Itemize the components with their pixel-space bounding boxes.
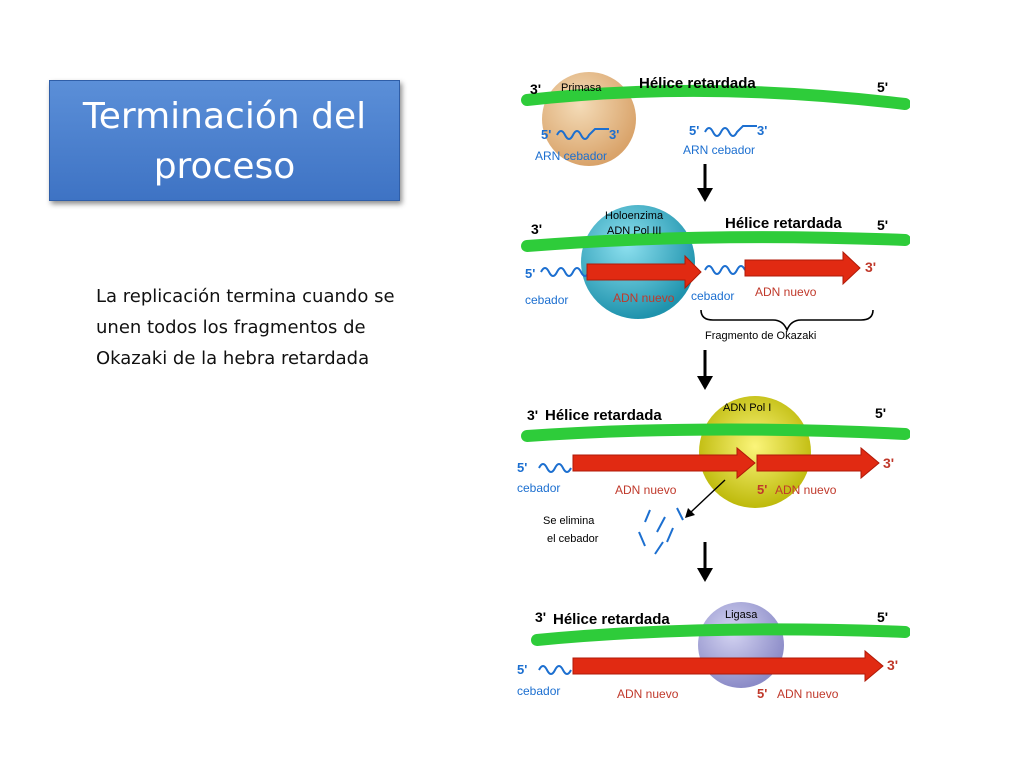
panel-1-primase: 3' Primasa Hélice retardada 5' 5' 3' ARN…	[521, 72, 910, 166]
lagging-strand	[521, 423, 910, 442]
new-dna-label-2: ADN nuevo	[775, 483, 837, 497]
primer-1	[540, 267, 590, 277]
ligase-label: Ligasa	[725, 609, 758, 621]
strand-end-3-label: 3'	[530, 81, 541, 97]
new-dna-arrow-1	[586, 254, 702, 290]
okazaki-brace	[700, 309, 874, 333]
strand-label: Hélice retardada	[553, 611, 670, 628]
primer-right-5-label: 5'	[689, 123, 699, 138]
new-dna-arrow-2	[756, 446, 880, 480]
strand-end-3-label: 3'	[535, 609, 546, 625]
slide-title-line-1: Terminación del	[82, 96, 367, 137]
panel-2-pol3: 3' Holoenzima ADN Pol III Hélice retarda…	[521, 205, 910, 342]
panel-3-pol1: 3' Hélice retardada ADN Pol I 5' 5' 3' c…	[517, 396, 910, 555]
primer-2	[704, 265, 746, 275]
pol3-label-line-2: ADN Pol III	[607, 225, 661, 237]
new-dna-label-1: ADN nuevo	[615, 483, 677, 497]
okazaki-label: Fragmento de Okazaki	[705, 330, 816, 342]
new-dna-label-2: ADN nuevo	[755, 285, 817, 299]
new-3-label: 3'	[865, 259, 876, 275]
rna-primer-right	[704, 125, 757, 137]
rna-primer-left	[556, 128, 609, 140]
new-dna-label-2: ADN nuevo	[777, 687, 839, 701]
slide-body-text: La replicación termina cuando se unen to…	[96, 286, 395, 369]
new-dna-arrow-2	[744, 250, 861, 286]
replication-diagram: 3' Primasa Hélice retardada 5' 5' 3' ARN…	[517, 72, 910, 701]
strand-end-3-label: 3'	[531, 221, 542, 237]
down-arrow-1	[697, 164, 713, 202]
primer	[538, 463, 572, 473]
new-dna-arrow	[572, 649, 884, 683]
pol1-label: ADN Pol I	[723, 402, 771, 414]
new-dna-label-1: ADN nuevo	[613, 291, 675, 305]
new-5-label: 5'	[525, 266, 535, 281]
primer-right-label: ARN cebador	[683, 143, 755, 157]
strand-end-5-label: 5'	[877, 609, 888, 625]
lagging-strand	[521, 84, 910, 110]
new-dna-arrow-1	[572, 446, 756, 480]
primer-label-1: cebador	[525, 293, 568, 307]
down-arrow-2	[697, 350, 713, 390]
new-5-label: 5'	[517, 460, 527, 475]
primer	[538, 665, 572, 675]
removed-line-2: el cebador	[547, 533, 599, 545]
strand-label: Hélice retardada	[725, 215, 842, 232]
primer-left-5-label: 5'	[541, 127, 551, 142]
strand-end-5-label: 5'	[877, 79, 888, 95]
primer-label-2: cebador	[691, 289, 734, 303]
new-3-label: 3'	[883, 455, 894, 471]
lagging-strand	[521, 231, 910, 252]
strand-label: Hélice retardada	[639, 75, 756, 92]
strand-end-5-label: 5'	[877, 217, 888, 233]
new-dna-label-1: ADN nuevo	[617, 687, 679, 701]
pointer-line	[690, 479, 726, 513]
strand-label: Hélice retardada	[545, 407, 662, 424]
new-5-label: 5'	[517, 662, 527, 677]
lagging-strand	[531, 623, 910, 646]
primase-label: Primasa	[561, 82, 602, 94]
primer-right-3-label: 3'	[757, 123, 767, 138]
mid-5-label: 5'	[757, 686, 767, 701]
mid-5-label: 5'	[757, 482, 767, 497]
strand-end-5-label: 5'	[875, 405, 886, 421]
panel-4-ligase: 3' Hélice retardada Ligasa 5' 5' 3' ceba…	[517, 602, 910, 701]
strand-end-3-label: 3'	[527, 407, 538, 423]
slide-title-line-2: proceso	[153, 146, 296, 187]
primer-left-3-label: 3'	[609, 127, 619, 142]
new-3-label: 3'	[887, 657, 898, 673]
removed-line-1: Se elimina	[543, 515, 595, 527]
pol3-label-line-1: Holoenzima	[605, 210, 664, 222]
removed-primer-fragments	[638, 507, 684, 555]
down-arrow-3	[697, 542, 713, 582]
primer-label: cebador	[517, 481, 560, 495]
primer-left-label: ARN cebador	[535, 149, 607, 163]
slide-title: Terminación del proceso	[49, 80, 400, 201]
pointer-arrowhead	[685, 508, 695, 518]
primer-label: cebador	[517, 684, 560, 698]
